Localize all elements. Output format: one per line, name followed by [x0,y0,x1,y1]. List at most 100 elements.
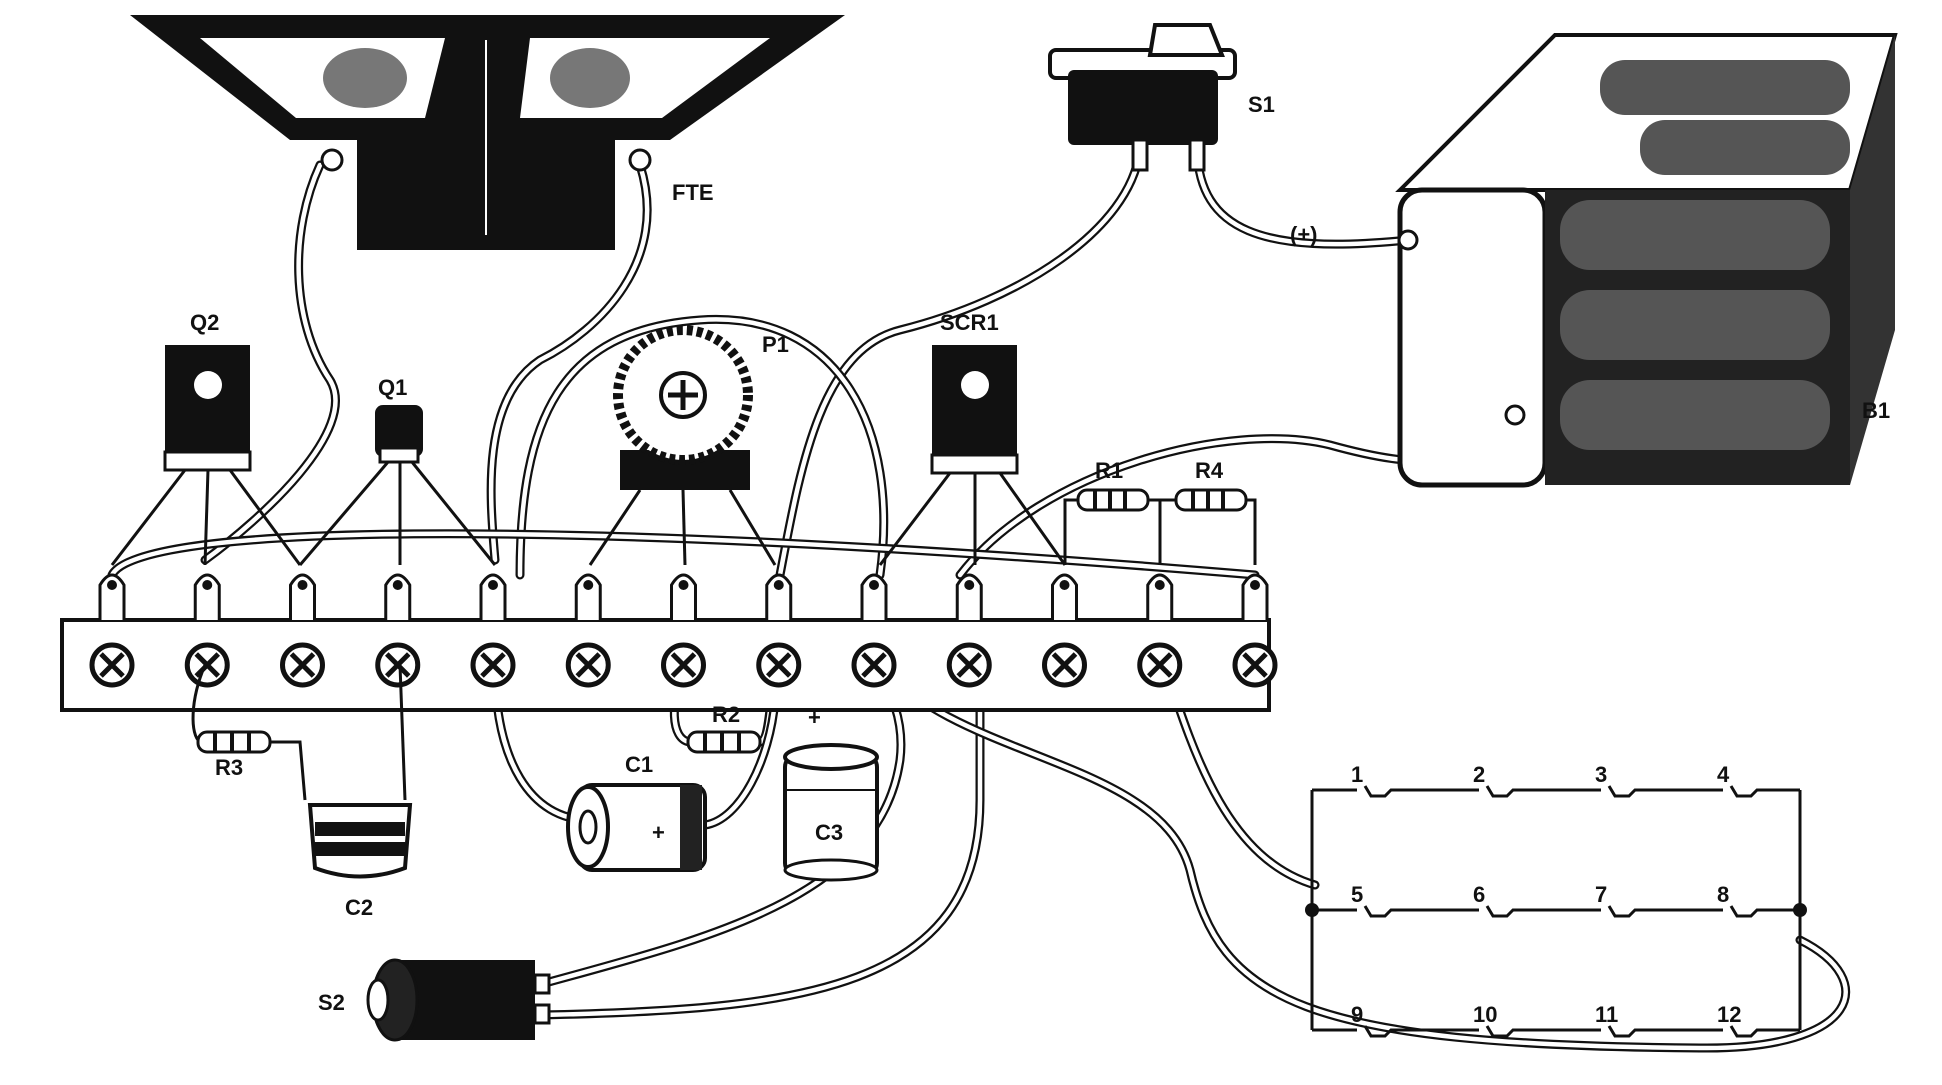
terminal-lug [98,573,126,620]
label-r2: R2 [712,702,740,727]
terminal-lug [1051,573,1078,620]
label-c3: C3 [815,820,843,845]
terminal-lug-hole [202,580,213,590]
terminal-strip [60,573,1278,712]
matrix-key-label: 10 [1473,1002,1497,1027]
terminal-lug-hole [869,580,879,590]
label-s2: S2 [318,990,345,1015]
screw-head-slot [1146,652,1173,678]
label-q2: Q2 [190,310,219,335]
capacitor-c3 [783,743,879,882]
transistor-q2 [110,345,302,566]
matrix-key-label: 1 [1351,762,1363,787]
screw-head-slot [1051,652,1078,678]
label-fte: FTE [672,180,714,205]
screw-head-slot [956,652,983,678]
screw-head-slot [194,652,221,678]
terminal-lug-hole [678,580,689,590]
matrix-key-label: 2 [1473,762,1485,787]
screw-head-slot [289,652,316,678]
screw-head-slot [861,652,887,678]
screw-head-slot [480,652,506,678]
matrix-key-label: 12 [1717,1002,1741,1027]
terminal-lug-hole [392,580,403,590]
resistor-r4 [1158,488,1257,565]
terminal-lug [479,573,507,620]
matrix-key-label: 8 [1717,882,1729,907]
terminal-lug [670,573,697,620]
thyristor-scr1 [878,345,1067,566]
matrix-node-right [1793,903,1807,917]
label-scr1: SCR1 [940,310,999,335]
matrix-key-contact[interactable] [1678,1025,1800,1038]
push-button-s2[interactable] [366,958,551,1042]
switch-s1[interactable] [1048,23,1237,172]
label-c3-plus: + [808,705,821,730]
terminal-lug-hole [297,580,308,590]
matrix-key-label: 9 [1351,1002,1363,1027]
terminal-lug [193,573,221,620]
label-c2: C2 [345,895,373,920]
capacitor-c1 [566,783,707,872]
potentiometer-p1[interactable] [588,325,777,566]
matrix-key-label: 6 [1473,882,1485,907]
terminal-lug-hole [1250,580,1260,590]
matrix-key-contact[interactable] [1678,905,1800,918]
battery-holder-b1 [1395,33,1898,488]
matrix-key-contact[interactable] [1434,905,1556,918]
label-b1: B1 [1862,398,1890,423]
screw-head-slot [670,652,697,678]
terminal-lug [1241,573,1269,620]
label-p1: P1 [762,332,789,357]
terminal-lug [574,573,602,620]
screw-head-slot [575,652,602,678]
matrix-key-label: 3 [1595,762,1607,787]
resistor-r2 [686,730,762,754]
matrix-key-label: 7 [1595,882,1607,907]
matrix-key-label: 4 [1717,762,1730,787]
terminal-lug [765,573,793,620]
matrix-key-contact[interactable] [1678,785,1800,798]
label-s1: S1 [1248,92,1275,117]
resistor-r3 [191,664,307,801]
terminal-lug-hole [1154,580,1165,590]
capacitor-c2 [307,664,413,879]
terminal-lug-hole [488,580,498,590]
matrix-node-left [1305,903,1319,917]
terminal-lug-hole [107,580,117,590]
label-c1: C1 [625,752,653,777]
terminal-lug-hole [964,580,975,590]
screw-head-slot [384,652,411,678]
label-q1: Q1 [378,375,407,400]
label-c1-plus: + [652,820,665,845]
terminal-lug [289,573,316,620]
screw-head-slot [765,652,792,678]
label-r3: R3 [215,755,243,780]
matrix-key-label: 5 [1351,882,1363,907]
speaker-fte [130,15,845,250]
matrix-key-contact[interactable] [1312,1025,1434,1038]
matrix-key-contact[interactable] [1312,785,1434,798]
terminal-lug [384,573,412,620]
resistor-r1 [1063,488,1162,565]
matrix-key-contact[interactable] [1556,1025,1678,1038]
terminal-lug [860,573,888,620]
matrix-key-label: 11 [1595,1002,1618,1027]
terminal-lug [955,573,983,620]
terminal-lug [1146,573,1174,620]
label-battery-polarity: (+) [1290,222,1318,247]
terminal-lug-hole [773,580,784,590]
matrix-key-contact[interactable] [1312,905,1434,918]
label-r1: R1 [1095,458,1123,483]
terminal-lug-hole [1059,580,1070,590]
screw-head-slot [99,652,125,678]
label-r4: R4 [1195,458,1224,483]
matrix-key-contact[interactable] [1556,785,1678,798]
matrix-key-contact[interactable] [1434,1025,1556,1038]
terminal-lug-hole [583,580,594,590]
matrix-key-contact[interactable] [1434,785,1556,798]
transistor-q1 [298,405,497,566]
matrix-key-contact[interactable] [1556,905,1678,918]
